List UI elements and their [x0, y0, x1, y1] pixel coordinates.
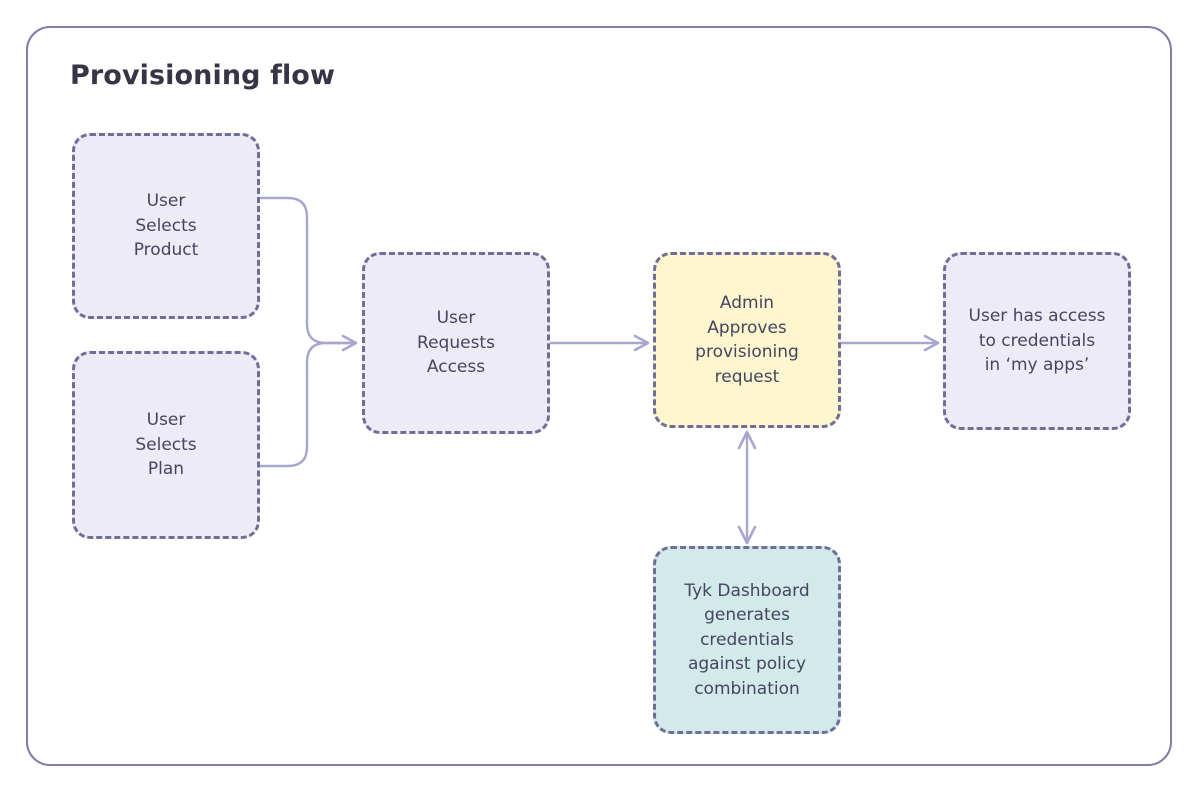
node-tyk-dashboard-generates-credentials[interactable]: Tyk Dashboard generates credentials agai… — [653, 546, 841, 734]
node-user-requests-access[interactable]: User Requests Access — [362, 252, 550, 434]
node-user-selects-product[interactable]: User Selects Product — [72, 133, 260, 319]
diagram-frame — [26, 26, 1172, 766]
node-user-has-access-to-credentials[interactable]: User has access to credentials in ‘my ap… — [943, 252, 1131, 430]
node-admin-approves-provisioning-request[interactable]: Admin Approves provisioning request — [653, 252, 841, 428]
page-title: Provisioning flow — [70, 60, 336, 91]
node-user-selects-plan[interactable]: User Selects Plan — [72, 351, 260, 539]
